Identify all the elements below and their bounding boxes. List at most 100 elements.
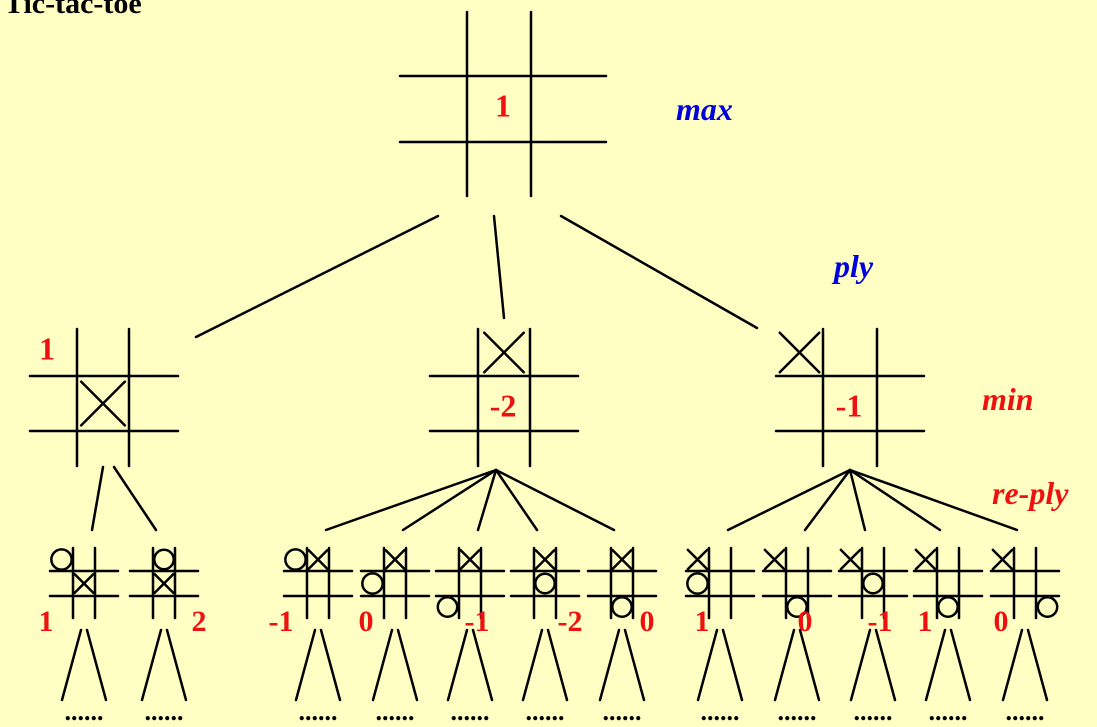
o-mark-icon — [786, 596, 808, 618]
max-label: max — [676, 91, 733, 127]
x-stroke — [991, 548, 1014, 571]
ellipsis-text: ...... — [376, 697, 415, 726]
diagram-title: Tic-tac-toe — [4, 0, 142, 20]
deeper-branch: ...... — [849, 628, 897, 726]
tree-edge — [949, 628, 972, 702]
tree-edge — [773, 628, 796, 702]
root-board — [398, 10, 608, 198]
deeper-branch: ...... — [773, 628, 821, 726]
x-mark-icon — [611, 549, 633, 570]
o-mark-icon — [284, 548, 307, 571]
ellipsis-text: ...... — [451, 697, 490, 726]
tree-edge — [559, 214, 759, 330]
x-mark-icon — [778, 331, 821, 374]
tree-edge — [721, 628, 744, 702]
tree-edge — [848, 468, 867, 532]
o-mark-icon — [686, 572, 709, 595]
deeper-branch: ...... — [1001, 628, 1049, 726]
x-stroke — [153, 573, 175, 594]
tree-edge — [874, 628, 897, 702]
x-mark-icon — [914, 548, 937, 571]
level2-value: 0 — [640, 605, 655, 638]
x-mark-icon — [79, 380, 127, 427]
tree-edge — [319, 628, 342, 702]
tree-edge — [1001, 628, 1024, 702]
o-mark-icon — [862, 572, 884, 595]
level2-board — [128, 546, 200, 620]
deeper-branch: ...... — [371, 628, 419, 726]
level2-board — [586, 546, 658, 620]
level1-board — [774, 327, 926, 468]
ellipsis-text: ...... — [929, 697, 968, 726]
o-mark-icon — [937, 596, 959, 618]
ellipsis-text: ...... — [701, 697, 740, 726]
tree-edge — [476, 468, 498, 532]
deeper-branch: ...... — [521, 628, 569, 726]
level2-value: 0 — [359, 605, 374, 638]
tree-edge — [521, 628, 544, 702]
tree-edge — [494, 468, 539, 532]
deeper-branch: ...... — [924, 628, 972, 726]
ellipsis-text: ...... — [65, 697, 104, 726]
x-stroke — [534, 549, 556, 570]
tree-edge — [848, 468, 942, 532]
tree-edge — [798, 628, 821, 702]
o-mark-icon — [1036, 596, 1059, 618]
level2-board — [912, 546, 984, 620]
level2-value: 1 — [695, 605, 710, 638]
level2-board — [434, 546, 506, 620]
x-mark-icon — [839, 548, 862, 571]
tree-edge — [546, 628, 569, 702]
x-stroke — [73, 573, 95, 594]
root-value: 1 — [495, 87, 511, 123]
tree-edge — [848, 468, 1019, 532]
boards — [28, 10, 1061, 620]
x-mark-icon — [763, 548, 786, 571]
tree-edge — [371, 628, 394, 702]
deeper-branch: ...... — [446, 628, 494, 726]
level2-value: -2 — [558, 605, 583, 638]
x-mark-icon — [307, 549, 329, 570]
level2-board — [282, 546, 354, 620]
tree-edge — [112, 465, 158, 532]
level1-value: 1 — [39, 330, 55, 366]
level1-value: -2 — [490, 387, 517, 423]
ellipsis-text: ...... — [526, 697, 565, 726]
level2-value: 2 — [192, 605, 207, 638]
tree-edge — [165, 628, 188, 702]
ellipsis-text: ...... — [145, 697, 184, 726]
x-stroke — [307, 549, 329, 570]
ellipsis-text: ...... — [1006, 697, 1045, 726]
level2-value: -1 — [465, 605, 490, 638]
x-mark-icon — [73, 573, 95, 594]
tree-edge — [1026, 628, 1049, 702]
level2-board — [837, 546, 909, 620]
o-mark-icon — [361, 572, 384, 595]
tree-edge — [140, 628, 163, 702]
tree-edge — [324, 468, 498, 532]
ellipsis-text: ...... — [299, 697, 338, 726]
deeper-branch: ...... — [696, 628, 744, 726]
tree-edge — [396, 628, 419, 702]
level2-board — [509, 546, 581, 620]
x-stroke — [79, 380, 127, 427]
x-mark-icon — [991, 548, 1014, 571]
deeper-branch: ...... — [140, 628, 188, 726]
o-mark-icon — [153, 548, 175, 571]
level1-board — [428, 327, 580, 468]
level2-board — [48, 546, 120, 620]
tree-edge — [598, 628, 621, 702]
tree-edge — [924, 628, 947, 702]
level2-value: 0 — [798, 605, 813, 638]
x-stroke — [778, 331, 821, 374]
x-stroke — [384, 549, 406, 570]
x-mark-icon — [483, 331, 525, 374]
tree-edge — [471, 628, 494, 702]
min-label: min — [982, 381, 1034, 417]
level2-board — [761, 546, 833, 620]
x-stroke — [483, 331, 525, 374]
tree-edge — [90, 465, 105, 532]
x-stroke — [686, 548, 709, 571]
